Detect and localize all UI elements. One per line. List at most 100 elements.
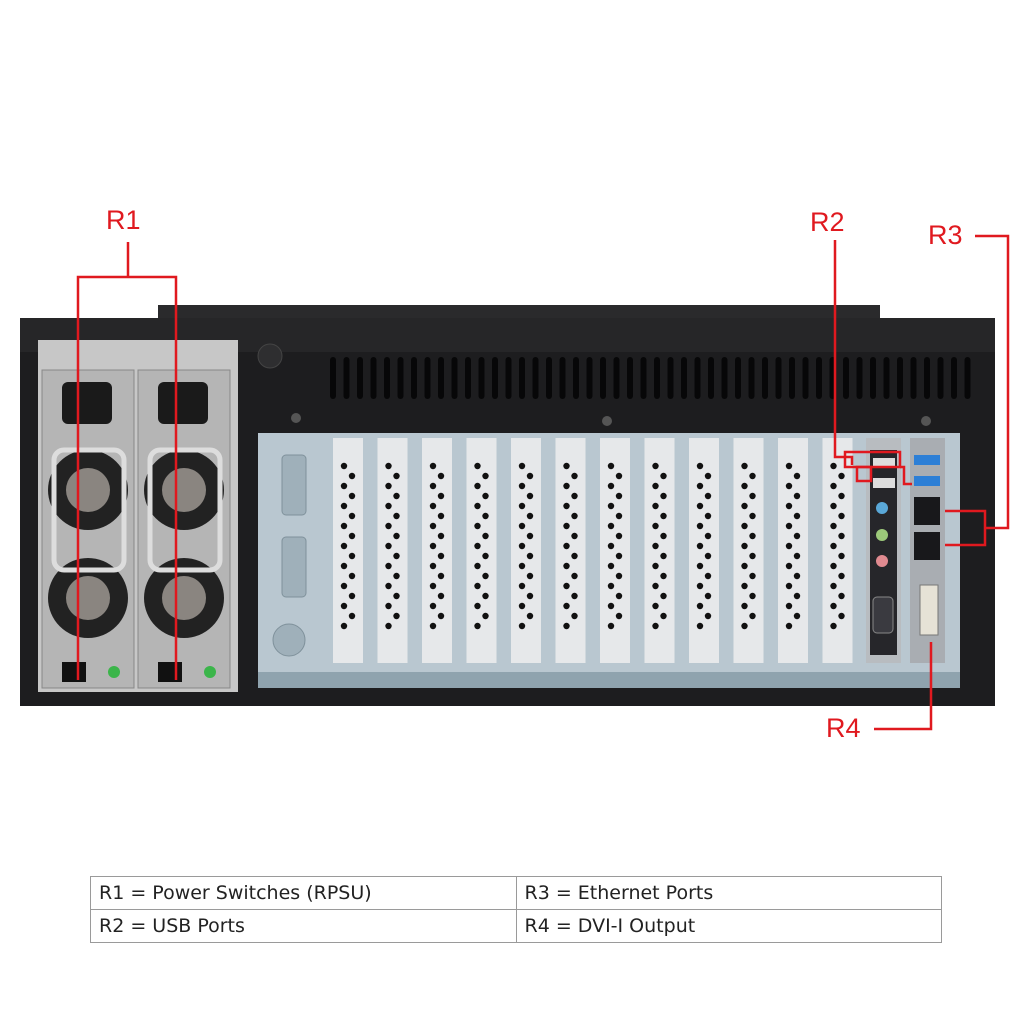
vent-slot xyxy=(937,357,944,399)
vent-slot xyxy=(492,357,498,399)
vent-slot xyxy=(532,357,539,399)
vent-slot xyxy=(478,357,485,399)
pci-slot-cover xyxy=(333,438,363,663)
vent-slot xyxy=(802,357,809,399)
vent-slot xyxy=(762,357,768,399)
io-card xyxy=(910,438,945,663)
vent-slot xyxy=(654,357,660,399)
vent-slot xyxy=(465,357,471,399)
vent-slot xyxy=(397,357,404,399)
legend-cell-r2: R2 = USB Ports xyxy=(90,909,517,943)
callout-line-r3 xyxy=(975,234,1010,530)
vent-slot xyxy=(330,357,336,399)
vent-slot xyxy=(573,357,579,399)
callout-r4: R4 xyxy=(826,713,861,743)
dvi-i-port[interactable] xyxy=(919,584,939,636)
power-inlet[interactable] xyxy=(158,382,208,424)
vent-slot xyxy=(816,357,822,399)
vent-slot xyxy=(681,357,687,399)
vent-slot xyxy=(694,357,701,399)
usb-port[interactable] xyxy=(873,458,895,468)
vent-slot xyxy=(735,357,741,399)
pci-slot-cover xyxy=(689,438,719,663)
vent-slot xyxy=(910,357,917,399)
pci-slot-cover xyxy=(822,438,853,663)
serial-port[interactable] xyxy=(872,596,894,634)
pci-slot-cover xyxy=(422,438,452,663)
vent-slot xyxy=(627,357,633,399)
vent-slot xyxy=(843,357,849,399)
pci-slot-cover xyxy=(600,438,630,663)
vent-slot xyxy=(708,357,714,399)
vent-slot xyxy=(600,357,606,399)
vent-slot xyxy=(870,357,876,399)
pci-slot-cover xyxy=(555,438,586,663)
legend-cell-r1: R1 = Power Switches (RPSU) xyxy=(90,876,517,910)
usb3-port[interactable] xyxy=(914,455,940,465)
legend-cell-r3: R3 = Ethernet Ports xyxy=(515,876,942,910)
vent-slot xyxy=(775,357,782,399)
chassis-top-lid xyxy=(158,305,880,319)
vent-slot xyxy=(411,357,417,399)
callout-r1: R1 xyxy=(106,205,141,235)
callout-lines xyxy=(76,234,1010,731)
ethernet-port[interactable] xyxy=(914,532,940,560)
legend-row: R1 = Power Switches (RPSU) R3 = Ethernet… xyxy=(90,876,942,910)
power-switch[interactable] xyxy=(158,662,182,682)
audio-jack-blue[interactable] xyxy=(876,502,888,514)
vent-slot xyxy=(964,357,971,399)
psu-module xyxy=(137,369,231,689)
audio-jack-pink[interactable] xyxy=(876,555,888,567)
callout-line-r2 xyxy=(833,240,854,465)
psu-module xyxy=(41,369,135,689)
vent-slot xyxy=(384,357,390,399)
vent-slot xyxy=(897,357,903,399)
vent-slot xyxy=(357,357,363,399)
vent-slot xyxy=(924,357,930,399)
ethernet-port[interactable] xyxy=(914,497,940,525)
vent-slot xyxy=(559,357,566,399)
vent-slot xyxy=(370,357,377,399)
vent-slot xyxy=(721,357,728,399)
pci-slot-cover xyxy=(511,438,541,663)
vent-slot xyxy=(546,357,552,399)
psu-handle[interactable] xyxy=(51,447,127,573)
callout-r2: R2 xyxy=(810,207,845,237)
vent-slot xyxy=(883,357,890,399)
pci-slot-covers xyxy=(333,438,853,663)
power-inlet[interactable] xyxy=(62,382,112,424)
vent-slot xyxy=(748,357,755,399)
vent-slot xyxy=(613,357,620,399)
power-led xyxy=(108,666,120,678)
vent-slot xyxy=(343,357,350,399)
psu-handle[interactable] xyxy=(147,447,223,573)
pci-slot-cover xyxy=(377,438,408,663)
bay-knockouts xyxy=(272,454,307,657)
vent-slot xyxy=(438,357,444,399)
vent-slot xyxy=(640,357,647,399)
audio-jack-green[interactable] xyxy=(876,529,888,541)
legend-cell-r4: R4 = DVI-I Output xyxy=(515,909,942,943)
pci-slot-cover xyxy=(778,438,808,663)
redundant-psu-modules xyxy=(38,340,238,692)
vent-slot xyxy=(505,357,512,399)
vent-slot xyxy=(586,357,593,399)
power-switch[interactable] xyxy=(62,662,86,682)
pci-slot-cover xyxy=(644,438,675,663)
power-led xyxy=(204,666,216,678)
audio-serial-card xyxy=(866,438,901,663)
usb-port[interactable] xyxy=(873,478,895,488)
vent-slot xyxy=(789,357,795,399)
vent-slot xyxy=(951,357,957,399)
pci-slot-cover xyxy=(733,438,764,663)
vent-slot xyxy=(519,357,525,399)
vent-slot xyxy=(856,357,863,399)
vent-slot xyxy=(451,357,458,399)
callout-line-r4 xyxy=(874,642,933,731)
ventilation-grille xyxy=(330,357,971,399)
usb3-port[interactable] xyxy=(914,476,940,486)
vent-slot xyxy=(424,357,431,399)
vent-slot xyxy=(667,357,674,399)
chassis-screws xyxy=(257,343,931,426)
